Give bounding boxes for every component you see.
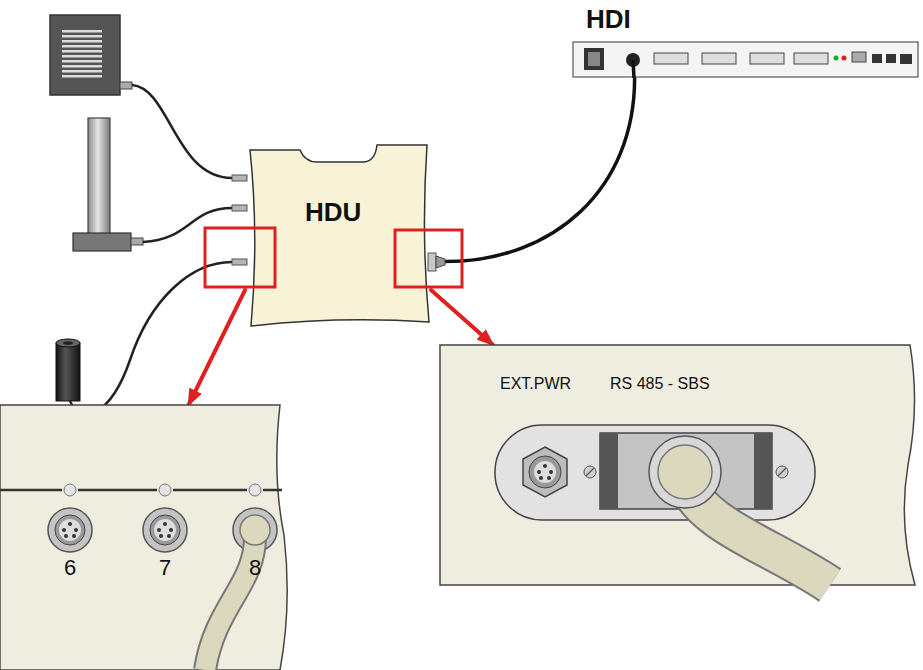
sensor-cable (143, 208, 232, 242)
bus-cable (445, 78, 635, 262)
hdu-housing (245, 140, 445, 330)
port-number: 8 (249, 555, 261, 580)
zoom-arrow (431, 290, 493, 345)
port-panel-node: 6 7 8 (0, 405, 290, 670)
port-panel (0, 405, 290, 670)
sensor-cable (132, 85, 232, 178)
bus-panel-node: EXT.PWR RS 485 - SBS (440, 345, 923, 585)
tube-sensor (73, 118, 143, 251)
rack-device-node: HDI (572, 5, 920, 78)
port-number: 6 (64, 555, 76, 580)
sensor-cable (70, 262, 232, 414)
hdu-node: HDU (245, 140, 445, 330)
connector-label: RS 485 - SBS (610, 375, 710, 393)
box-sensor (50, 15, 132, 95)
unit-label: HDU (305, 198, 361, 228)
device-label: HDI (586, 5, 631, 35)
zoom-arrow (189, 290, 246, 405)
port-number: 7 (159, 555, 171, 580)
cylinder-sensor (56, 339, 80, 401)
connector-label: EXT.PWR (500, 375, 571, 393)
